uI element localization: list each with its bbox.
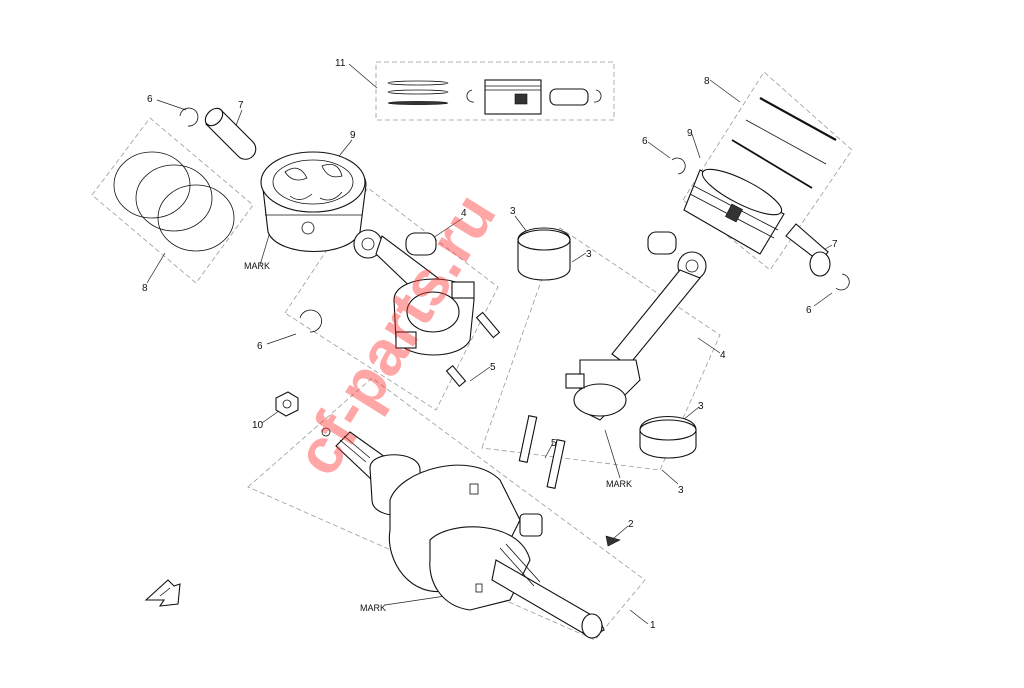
callout-5-left: 5: [490, 362, 496, 373]
mark-labels: MARK MARK MARK: [244, 261, 632, 613]
piston-pin-left: [204, 107, 257, 160]
crankshaft-washer: [321, 427, 331, 437]
callout-3-lower: 3: [698, 401, 704, 412]
circlip-lower-left: [299, 309, 322, 333]
callout-9-left: 9: [350, 130, 356, 141]
crankshaft-group: [275, 391, 621, 639]
callout-7-right: 7: [832, 239, 838, 250]
callout-labels: 11 6 7 9 8 4 3 3 6 5 10 8 9 6 7 6 4 3 5 …: [142, 58, 838, 631]
circlip-right-upper: [671, 157, 686, 175]
piston-rings-right: [731, 97, 837, 189]
crankshaft-frame: [247, 377, 646, 641]
callout-3-upper: 3: [510, 206, 516, 217]
crankshaft: [335, 431, 605, 639]
circlip-right-lower: [835, 273, 850, 291]
woodruff-key: [605, 535, 621, 547]
right-ring-frame: [682, 71, 853, 271]
mark-label-rod: MARK: [606, 479, 632, 489]
connecting-rod-right: [565, 251, 707, 421]
rod-bolts-right: [518, 415, 566, 489]
mark-label-piston: MARK: [244, 261, 270, 271]
callout-6-top-left: 6: [147, 94, 153, 105]
circlip-left: [179, 107, 199, 127]
left-piston-group: [113, 107, 367, 253]
callout-2: 2: [628, 519, 634, 530]
callout-1: 1: [650, 620, 656, 631]
callout-6-upper-right: 6: [642, 136, 648, 147]
rod-bushing-left: [405, 232, 437, 256]
kit-circlip-right: [593, 89, 602, 103]
connecting-rod-left: [353, 229, 475, 356]
bearing-shell-lower: [639, 415, 697, 459]
front-direction-arrow-icon: [144, 579, 181, 607]
rod-bushing-right: [647, 231, 677, 255]
crank-gear-teeth: [339, 435, 541, 587]
left-rod-group: [299, 229, 501, 388]
nut-10: [275, 391, 299, 417]
callout-3-bottom: 3: [678, 485, 684, 496]
leader-lines: [146, 63, 833, 625]
piston-rings-left: [113, 151, 235, 252]
callout-11: 11: [335, 58, 346, 69]
piston-pin-right: [785, 223, 831, 277]
callout-3-upper-right: 3: [586, 249, 592, 260]
callout-10: 10: [252, 420, 264, 431]
callout-7-left: 7: [238, 100, 244, 111]
kit-piston-pin: [549, 88, 589, 106]
callout-6-lower-left: 6: [257, 341, 263, 352]
piston-left: [260, 151, 367, 253]
left-ring-frame: [91, 117, 254, 284]
mark-label-crankshaft: MARK: [360, 603, 386, 613]
rod-bolts-left: [445, 311, 501, 388]
kit-piston: [484, 79, 542, 115]
right-piston-group: [671, 97, 850, 291]
kit-rings: [387, 80, 449, 105]
callout-8-left: 8: [142, 283, 148, 294]
right-rod-group: [518, 251, 707, 489]
callout-8-right: 8: [704, 76, 710, 87]
callout-4-right: 4: [720, 350, 726, 361]
callout-9-right: 9: [687, 128, 693, 139]
kit-circlip-left: [466, 89, 475, 103]
right-rod-frame: [481, 227, 721, 471]
bearing-shell-upper: [517, 227, 571, 281]
callout-6-lower-right: 6: [806, 305, 812, 316]
piston-right: [683, 168, 785, 255]
callout-5-right: 5: [551, 438, 557, 449]
piston-kit-11: [387, 79, 602, 115]
callout-4-left: 4: [461, 208, 467, 219]
kit-11-frame: [375, 61, 615, 121]
